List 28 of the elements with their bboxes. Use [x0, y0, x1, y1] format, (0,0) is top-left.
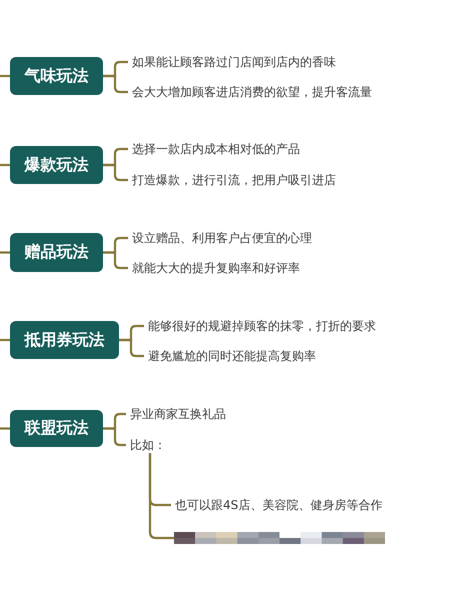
bracket-line: [119, 338, 144, 358]
topic-box: 爆款玩法: [10, 146, 103, 184]
branch-text: 打造爆款，进行引流，把用户吸引进店: [128, 172, 336, 188]
pixelated-bar: [174, 532, 385, 544]
branch-text: 选择一款店内成本相对低的产品: [128, 141, 300, 157]
topic-box: 联盟玩法: [10, 410, 103, 447]
branch-text: 能够很好的规避掉顾客的抹零，打折的要求: [144, 318, 376, 334]
connector-line: [0, 251, 10, 254]
branch-text: 避免尴尬的同时还能提高复购率: [144, 348, 316, 364]
branch-text: 也可以跟4S店、美容院、健身房等合作: [171, 497, 382, 513]
bracket-line: [103, 251, 128, 270]
branch-text: 如果能让顾客路过门店闻到店内的香味: [128, 54, 336, 70]
connector-line: [0, 164, 10, 166]
branch-line: [148, 453, 174, 540]
topic-box: 抵用券玩法: [10, 321, 119, 359]
branch-text: 设立赠品、利用客户占便宜的心理: [128, 230, 312, 246]
connector-line: [0, 427, 10, 430]
connector-line: [0, 338, 10, 342]
branch-text: 比如：: [126, 437, 166, 453]
bracket-line: [103, 164, 128, 182]
connector-line: [0, 74, 10, 78]
topic-box: 气味玩法: [10, 57, 103, 95]
branch-text: 异业商家互换礼品: [126, 406, 226, 422]
bracket-line: [103, 427, 126, 446]
topic-box: 赠品玩法: [10, 233, 103, 272]
branch-text: 会大大增加顾客进店消费的欲望，提升客流量: [128, 84, 372, 100]
branch-text: 就能大大的提升复购率和好评率: [128, 260, 300, 276]
bracket-line: [103, 74, 128, 94]
